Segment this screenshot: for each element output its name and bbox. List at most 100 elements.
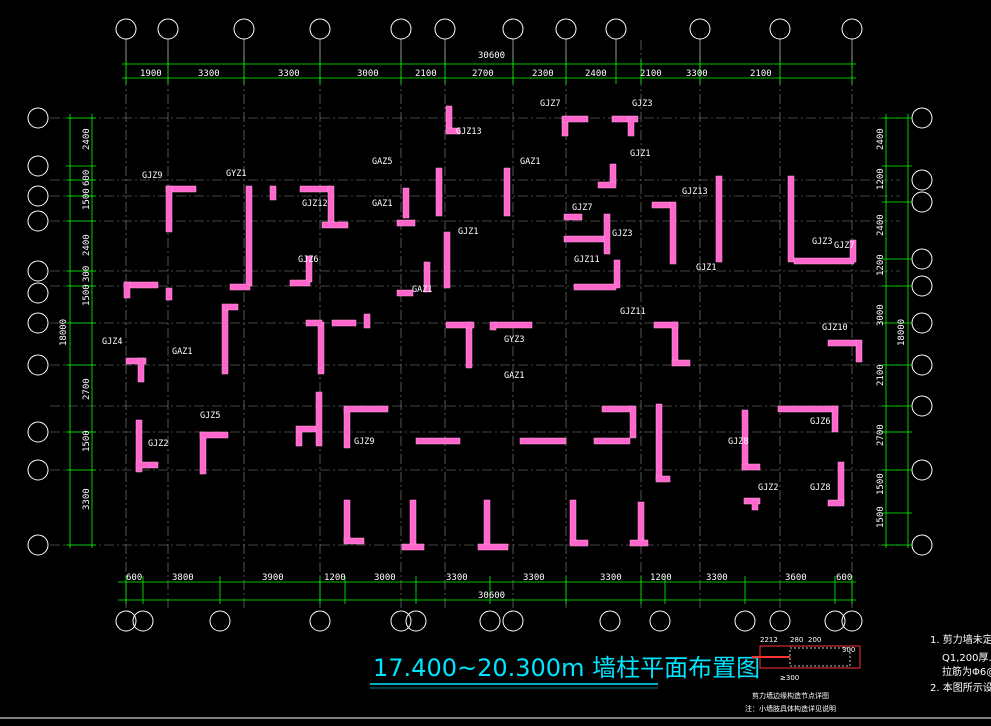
top-dim: 2300 — [532, 69, 554, 79]
wall-column — [519, 437, 567, 445]
left-dim: 2400 — [82, 128, 92, 150]
wall-column — [715, 175, 723, 263]
wall-column — [655, 403, 663, 481]
wall-column — [229, 283, 251, 291]
bottom-dim: 3000 — [374, 573, 396, 583]
wall-column — [629, 405, 637, 439]
detail-caption: 剪力墙边缘构造节点详图 — [752, 691, 829, 700]
wall-column — [423, 261, 431, 293]
right-dim: 1200 — [876, 254, 886, 276]
detail-dim-1: 2212 — [760, 636, 778, 644]
component-label: GJZ6 — [298, 255, 318, 265]
wall-column — [435, 167, 443, 217]
wall-column — [165, 185, 173, 233]
component-label: GJZ6 — [810, 417, 830, 427]
left-total-dim: 18000 — [59, 319, 69, 346]
wall-column — [465, 321, 473, 369]
axis-bubble-left — [27, 155, 49, 177]
left-dim: 1500 — [82, 430, 92, 452]
detail-dim-4: 300 — [842, 646, 855, 654]
axis-bubble-bottom — [841, 610, 863, 632]
top-dim: 3000 — [357, 69, 379, 79]
top-dim: 3300 — [198, 69, 220, 79]
wall-column — [597, 181, 617, 189]
wall-column — [415, 437, 461, 445]
wall-column — [793, 257, 855, 265]
component-label: GJZ1 — [696, 263, 716, 273]
wall-column — [849, 239, 857, 263]
detail-dim-3: 200 — [808, 636, 821, 644]
component-label: GJZ7 — [540, 99, 560, 109]
wall-column — [611, 115, 639, 123]
component-label: GJZ7 — [572, 203, 592, 213]
component-label: GJZ11 — [574, 255, 600, 265]
wall-column — [221, 303, 239, 311]
bottom-dim: 3300 — [446, 573, 468, 583]
wall-column — [483, 499, 491, 547]
axis-bubble-bottom — [405, 610, 427, 632]
wall-column — [331, 319, 357, 327]
detail-dim-2: 280 — [790, 636, 803, 644]
wall-column — [317, 321, 325, 369]
axis-bubbles-bottom — [115, 610, 863, 632]
component-label: GYZ1 — [226, 169, 246, 179]
axis-bubble-bottom — [734, 610, 756, 632]
component-label: GJZ1 — [458, 227, 478, 237]
wall-column — [269, 185, 277, 201]
wall-column — [221, 309, 229, 375]
wall-column — [443, 231, 451, 289]
top-dim: 2100 — [750, 69, 772, 79]
wall-column — [627, 117, 635, 137]
axis-bubble-left — [27, 459, 49, 481]
wall-column — [343, 499, 351, 543]
component-label: GJZ11 — [620, 307, 646, 317]
component-label: GJZ12 — [302, 199, 328, 209]
wall-column — [343, 537, 365, 545]
wall-columns — [123, 105, 863, 551]
notes: 1. 剪力墙未定位处 Q1,200厚. 拉筋为Φ6@60 2. 本图所示设备专 — [930, 633, 991, 694]
wall-column — [855, 339, 863, 363]
left-dim: 1500 — [82, 188, 92, 210]
component-label: GJZ8 — [728, 437, 748, 447]
axis-bubble-bottom — [479, 610, 501, 632]
wall-column — [561, 115, 589, 123]
bottom-dim: 3600 — [785, 573, 807, 583]
note-line-2: Q1,200厚. — [942, 652, 991, 664]
component-label: GAZ1 — [172, 347, 192, 357]
wall-column — [409, 499, 417, 549]
detail-subcaption: 注：小墙肢具体构造详见说明 — [745, 704, 836, 713]
top-dim: 2100 — [640, 69, 662, 79]
right-dim: 3000 — [876, 304, 886, 326]
axis-bubble-bottom — [132, 610, 154, 632]
axis-bubble-left — [27, 260, 49, 282]
axis-bubble-bottom — [115, 610, 137, 632]
note-line-3: 拉筋为Φ6@60 — [942, 665, 991, 678]
wall-column — [609, 163, 617, 185]
wall-column — [135, 419, 143, 473]
component-label: GJZ3 — [812, 237, 832, 247]
wall-column — [165, 287, 173, 301]
axis-bubble-left — [27, 534, 49, 556]
bottom-dim: 1200 — [650, 573, 672, 583]
wall-column — [295, 431, 303, 447]
wall-column — [637, 501, 645, 545]
wall-column — [593, 437, 631, 445]
wall-column — [477, 543, 509, 551]
wall-column — [671, 359, 691, 367]
component-label: GJZ5 — [200, 411, 220, 421]
wall-column — [613, 259, 621, 289]
wall-column — [503, 167, 511, 217]
right-dim: 2400 — [876, 128, 886, 150]
wall-column — [601, 405, 633, 413]
wall-column — [493, 321, 533, 329]
bottom-dim: 3300 — [523, 573, 545, 583]
axis-bubble-left — [27, 107, 49, 129]
component-label: GJZ3 — [632, 99, 652, 109]
component-label: GJZ13 — [682, 187, 708, 197]
wall-column — [343, 405, 389, 413]
wall-column — [321, 221, 349, 229]
component-label: GJZ8 — [810, 483, 830, 493]
